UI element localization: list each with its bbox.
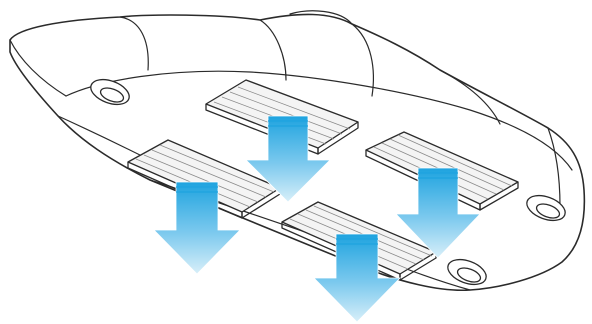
airflow-arrows: [153, 115, 481, 323]
airflow-arrow-icon: [313, 233, 401, 323]
airflow-arrow-icon: [395, 167, 481, 259]
mounting-holes: [90, 78, 566, 286]
mounting-hole-bottom: [447, 258, 487, 286]
airflow-arrow-icon: [153, 181, 241, 275]
mounting-hole-left: [90, 78, 130, 106]
airflow-arrow-icon: [245, 115, 331, 203]
mounting-hole-right: [526, 194, 566, 222]
